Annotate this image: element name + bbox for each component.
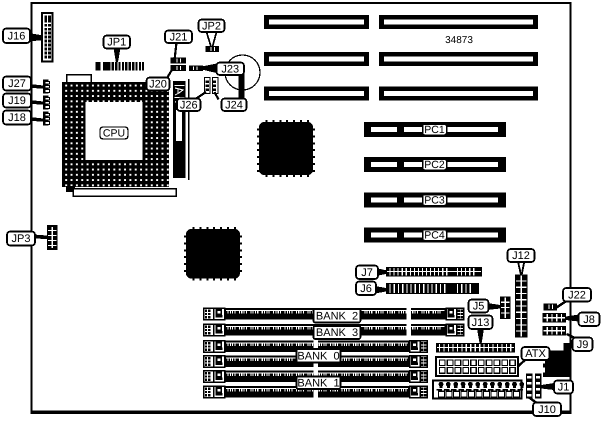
svg-text:JP3: JP3: [12, 233, 31, 245]
svg-text:J22: J22: [568, 289, 586, 301]
svg-text:34873: 34873: [445, 35, 473, 46]
svg-text:J24: J24: [225, 99, 243, 111]
svg-text:J7: J7: [361, 267, 373, 279]
svg-text:PC2: PC2: [424, 159, 445, 171]
svg-text:J27: J27: [8, 78, 26, 90]
svg-text:J10: J10: [538, 404, 556, 416]
svg-text:J6: J6: [360, 283, 372, 295]
svg-text:J26: J26: [180, 99, 198, 111]
svg-text:PC3: PC3: [424, 195, 445, 207]
svg-text:JP1: JP1: [107, 37, 126, 49]
svg-text:J18: J18: [8, 112, 26, 124]
svg-text:J9: J9: [577, 339, 589, 351]
svg-text:ATX: ATX: [525, 348, 546, 360]
svg-text:BANK 1: BANK 1: [297, 377, 339, 389]
svg-text:J13: J13: [472, 317, 490, 329]
svg-text:J19: J19: [8, 95, 26, 107]
svg-text:J12: J12: [512, 250, 530, 262]
svg-text:CPU: CPU: [103, 128, 125, 140]
svg-text:JP2: JP2: [202, 20, 221, 32]
svg-text:J8: J8: [583, 314, 595, 326]
svg-text:J23: J23: [221, 63, 239, 75]
svg-text:PC1: PC1: [424, 124, 445, 136]
svg-text:J21: J21: [170, 31, 188, 43]
svg-text:BANK 2: BANK 2: [316, 310, 358, 322]
svg-text:BANK 3: BANK 3: [316, 327, 358, 339]
svg-text:J16: J16: [8, 30, 26, 42]
svg-text:BANK 0: BANK 0: [297, 350, 339, 362]
svg-text:J5: J5: [473, 301, 485, 313]
svg-text:J1: J1: [558, 382, 570, 394]
svg-text:PC4: PC4: [424, 230, 445, 242]
svg-text:J20: J20: [149, 79, 167, 91]
